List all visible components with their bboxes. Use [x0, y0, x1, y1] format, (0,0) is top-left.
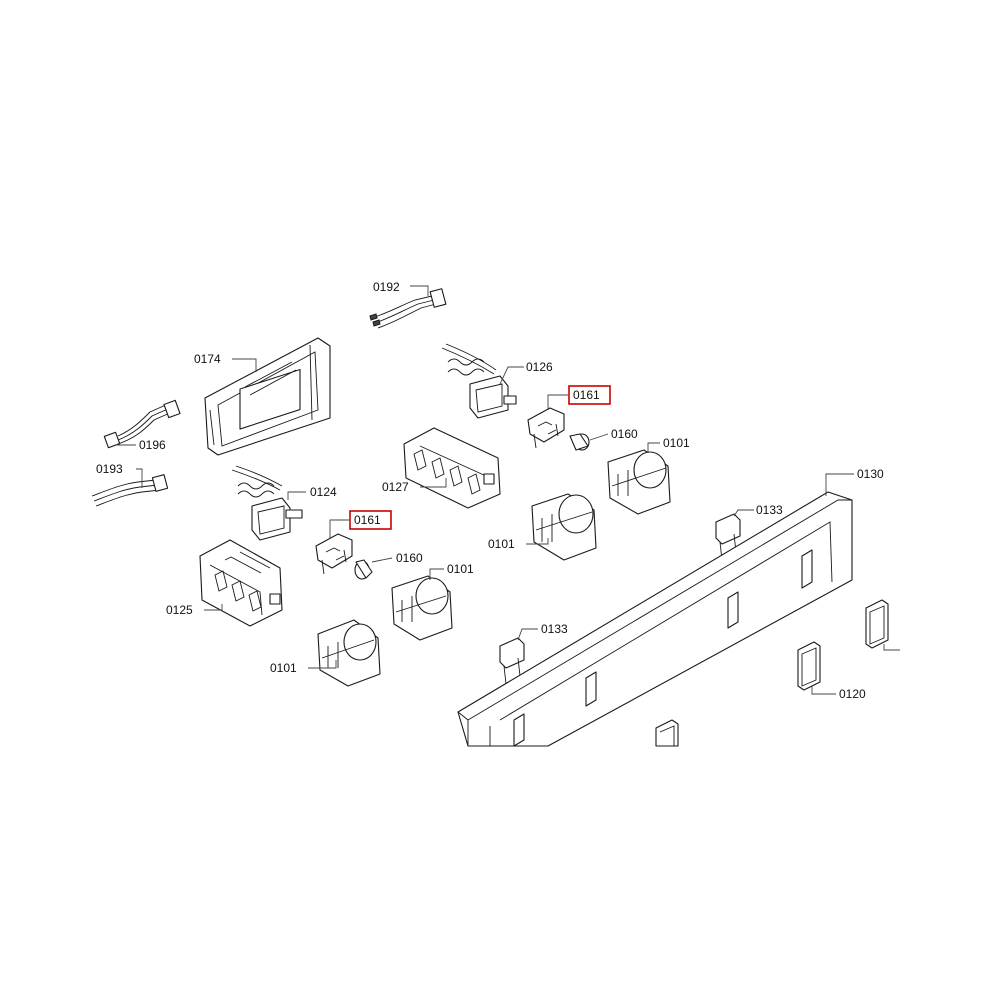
front-panel-0130 — [457, 491, 853, 747]
wire-harness-0196 — [103, 399, 181, 449]
label-0120: 0120 — [839, 687, 866, 701]
label-0192: 0192 — [373, 280, 400, 294]
lamp-0160-right — [569, 433, 590, 451]
thermostat-0126 — [441, 343, 517, 419]
label-0160-left: 0160 — [396, 551, 423, 565]
knob-0101-center — [531, 493, 597, 561]
knob-0101-low — [317, 619, 381, 687]
label-0125: 0125 — [166, 603, 193, 617]
label-0193: 0193 — [96, 462, 123, 476]
push-button-0120-a — [865, 599, 889, 649]
knob-0101-mid — [391, 575, 453, 641]
bracket-0161-right — [527, 407, 565, 449]
label-0130: 0130 — [857, 467, 884, 481]
part-labels: 0192 0174 0196 0193 0124 0125 0161 0160 … — [96, 280, 884, 701]
wire-harness-0193 — [91, 474, 169, 507]
label-0127: 0127 — [382, 480, 409, 494]
push-button-0120-b — [797, 641, 821, 691]
bracket-0161-left — [315, 533, 353, 575]
leader-lines — [116, 285, 900, 695]
label-0174: 0174 — [194, 352, 221, 366]
label-0101-center: 0101 — [488, 537, 515, 551]
highlight-box-0161-right — [568, 385, 611, 405]
label-0161-right: 0161 — [573, 388, 600, 402]
label-0133-top: 0133 — [756, 503, 783, 517]
control-board-0174 — [204, 337, 331, 456]
selector-switch-0127 — [403, 427, 501, 509]
label-0101-right: 0101 — [663, 436, 690, 450]
wire-harness-0192 — [369, 288, 447, 329]
label-0196: 0196 — [139, 438, 166, 452]
label-0126: 0126 — [526, 360, 553, 374]
knob-0101-right — [607, 449, 671, 515]
label-0161-left: 0161 — [354, 513, 381, 527]
lamp-0160-left — [354, 559, 373, 580]
label-0101-mid: 0101 — [447, 562, 474, 576]
clip-0133-top — [715, 513, 741, 561]
thermostat-0124 — [231, 465, 303, 541]
highlight-box-0161-left — [349, 510, 392, 530]
label-0124: 0124 — [310, 485, 337, 499]
selector-switch-0125 — [199, 539, 283, 627]
highlight-boxes — [349, 385, 611, 530]
push-button-0120-c — [655, 719, 679, 747]
label-0160-right: 0160 — [611, 427, 638, 441]
clip-0133-bottom — [499, 637, 525, 685]
label-0133-bottom: 0133 — [541, 622, 568, 636]
label-0101-low: 0101 — [270, 661, 297, 675]
